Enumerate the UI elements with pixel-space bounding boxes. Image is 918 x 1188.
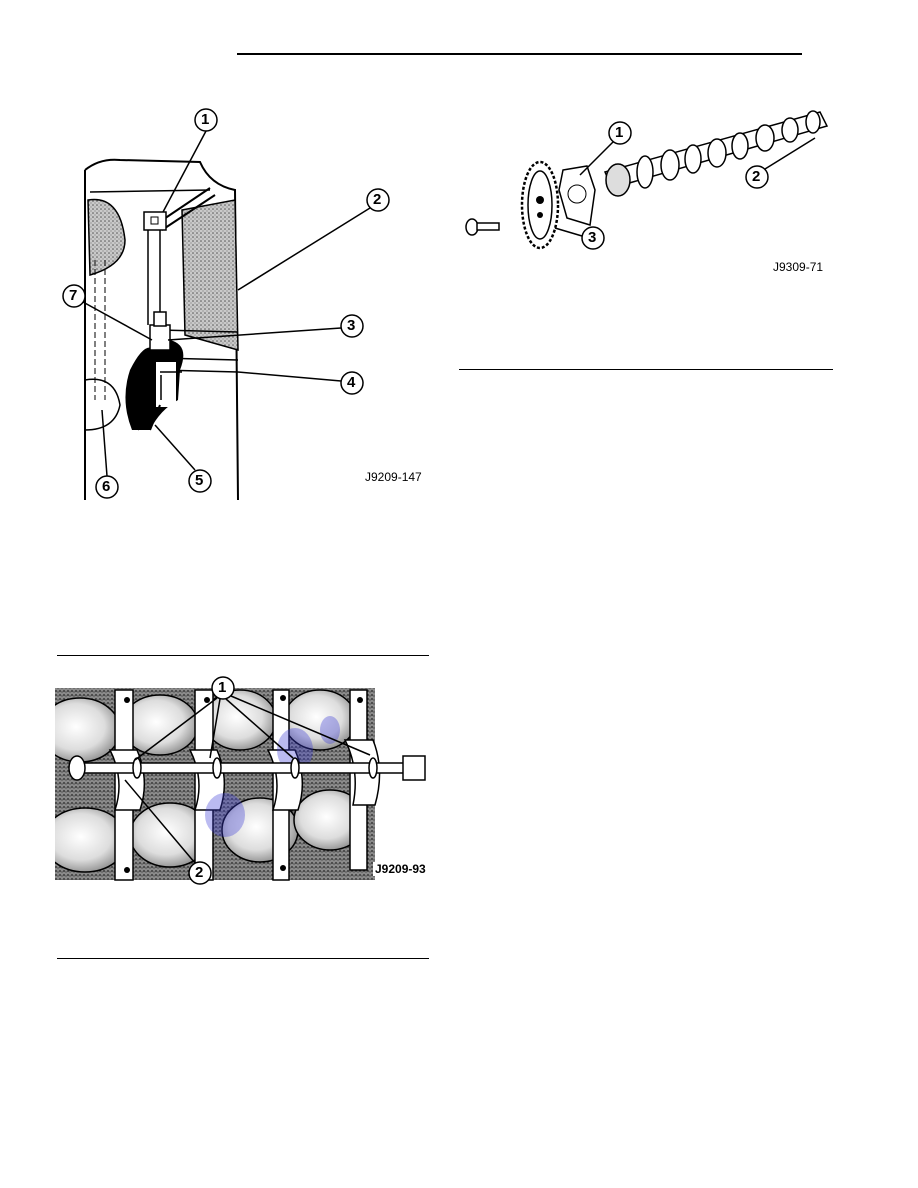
callout-label-3: 3 [347, 317, 355, 334]
figure-oil-passage: 1 2 3 4 5 6 7 J9209-147 [60, 100, 440, 500]
callout-label-2: 2 [752, 168, 760, 185]
separator-rule-left-2 [57, 958, 429, 959]
callout-label-1: 1 [201, 111, 209, 128]
callout-label-7: 7 [69, 287, 77, 304]
figure-id: J9309-71 [773, 260, 823, 274]
callout-label-2: 2 [373, 191, 381, 208]
callout-label-5: 5 [195, 472, 203, 489]
figure-bearing-tool: 1 2 J9209-93 [55, 670, 435, 885]
separator-rule-right [459, 369, 833, 370]
figure-id: J9209-93 [373, 862, 428, 876]
callout-4 [238, 372, 363, 394]
bearing-tool-illustration [55, 670, 435, 885]
callout-label-6: 6 [102, 478, 110, 495]
header-rule [237, 53, 802, 55]
callout-label-1: 1 [615, 124, 623, 141]
oil-passage-illustration [60, 100, 440, 500]
figure-camshaft: 1 2 3 J9309-71 [455, 100, 835, 280]
callout-2 [238, 189, 389, 290]
figure-id: J9209-147 [365, 470, 422, 484]
callout-label-1: 1 [218, 679, 226, 696]
callout-label-2: 2 [195, 864, 203, 881]
callout-3 [555, 227, 604, 249]
camshaft-illustration [455, 100, 835, 280]
callout-label-3: 3 [588, 229, 596, 246]
callout-label-4: 4 [347, 374, 355, 391]
separator-rule-left-1 [57, 655, 429, 656]
